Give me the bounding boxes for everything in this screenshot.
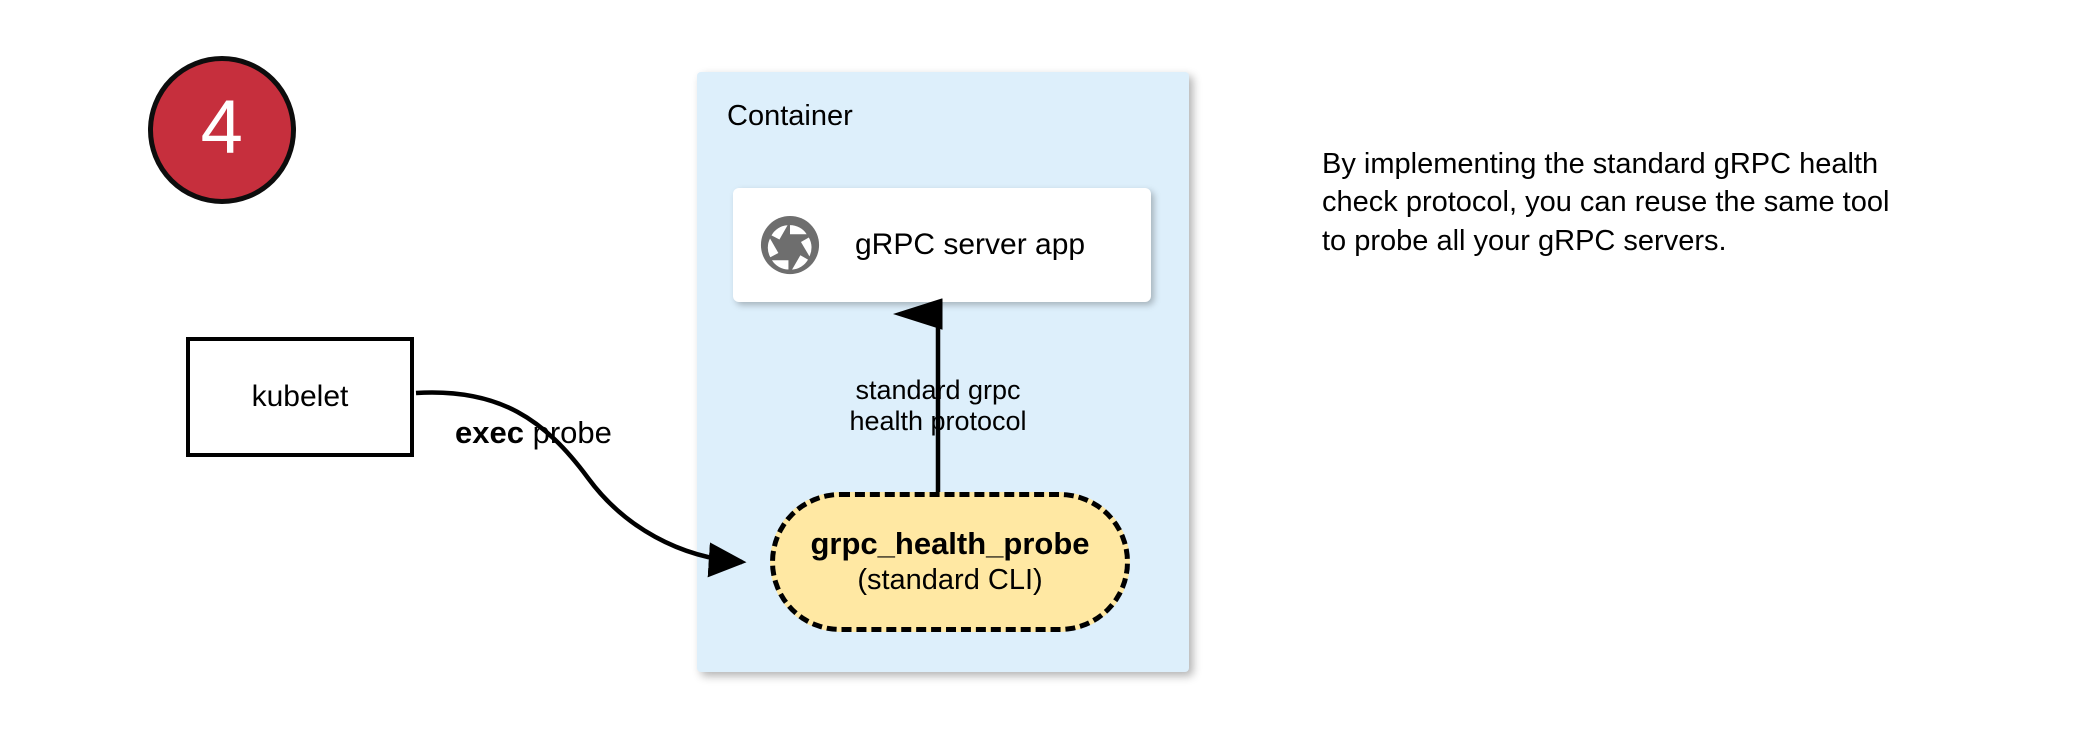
kubelet-label: kubelet — [251, 380, 349, 413]
container-title: Container — [727, 100, 853, 132]
exec-probe-keyword: exec — [455, 415, 524, 450]
description-text: By implementing the standard gRPC health… — [1322, 148, 1890, 257]
grpc-server-app-label: gRPC server app — [855, 228, 1086, 261]
protocol-edge-label: standard grpc health protocol — [838, 375, 1038, 438]
aperture-icon — [760, 215, 820, 275]
protocol-edge-label-line1: standard grpc — [855, 375, 1021, 405]
kubelet-node: kubelet — [186, 337, 414, 457]
exec-probe-rest: probe — [523, 415, 612, 450]
grpc-health-probe-subtitle: (standard CLI) — [857, 564, 1043, 597]
grpc-health-probe-title: grpc_health_probe — [810, 526, 1090, 562]
exec-probe-edge-label: exec probe — [455, 415, 612, 451]
step-number-label: 4 — [200, 85, 244, 170]
grpc-health-probe-node: grpc_health_probe (standard CLI) — [770, 492, 1130, 632]
protocol-edge-label-line2: health protocol — [849, 406, 1027, 437]
step-number-badge: 4 — [148, 56, 296, 204]
grpc-server-app-card: gRPC server app — [733, 188, 1151, 302]
